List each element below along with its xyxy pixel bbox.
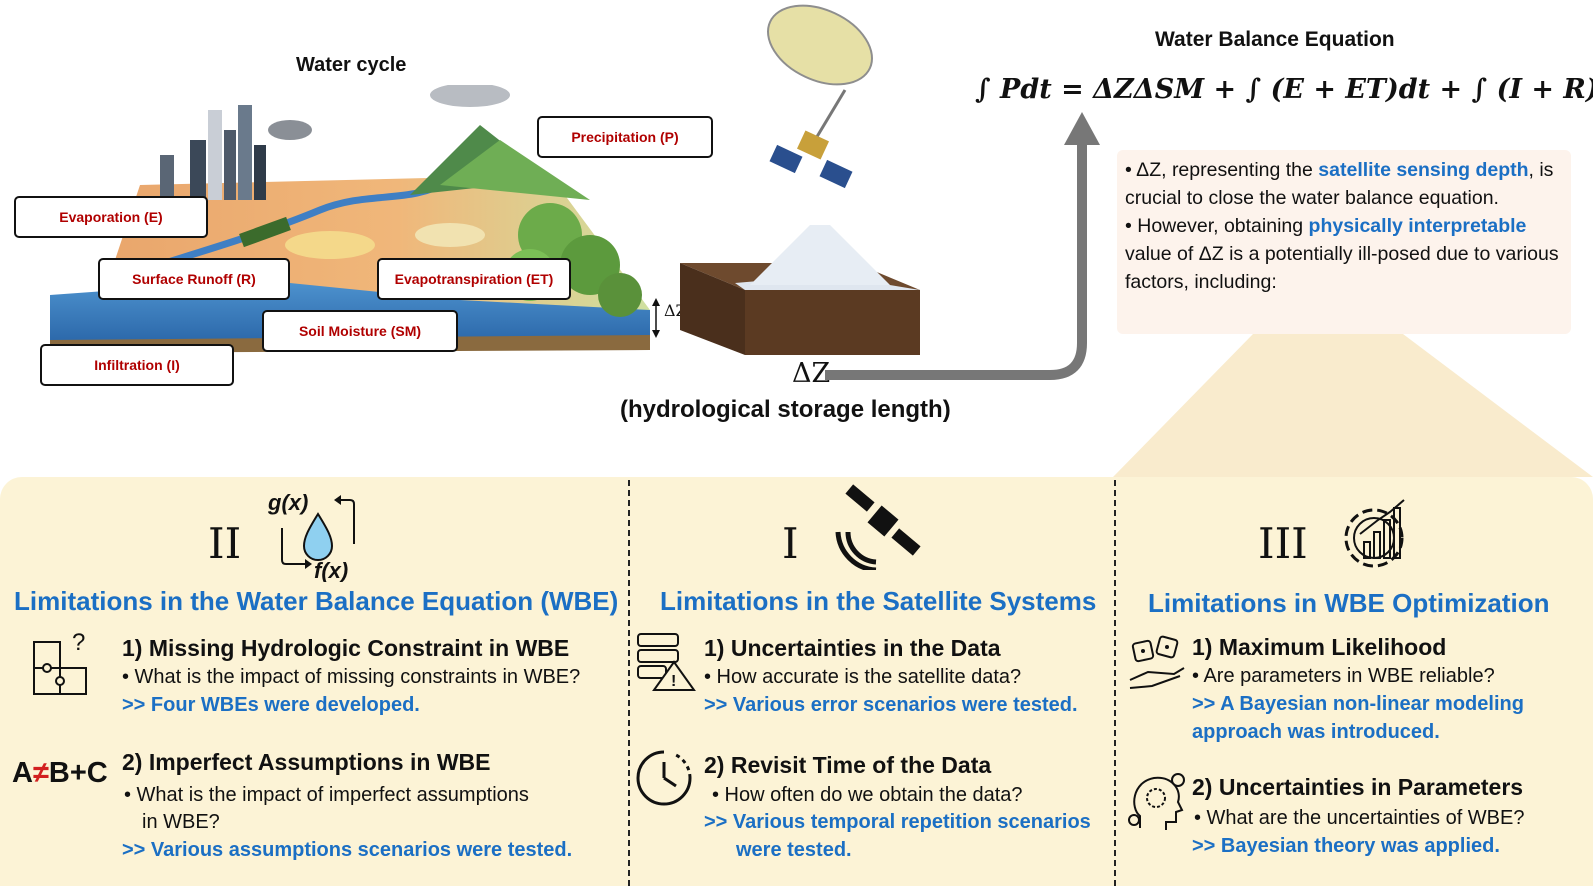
satellite-item-2-answer-line-2: were tested. bbox=[736, 839, 852, 861]
wbe-title: Water Balance Equation bbox=[1155, 28, 1395, 51]
info-bullet-2: • However, obtaining physically interpre… bbox=[1125, 215, 1559, 293]
icon-f-label: f(x) bbox=[314, 558, 348, 582]
function-cycle-icon: g(x) f(x) bbox=[268, 492, 355, 582]
optimization-item-2-heading: 2) Uncertainties in Parameters bbox=[1192, 774, 1524, 800]
wbe-item-2-heading: 2) Imperfect Assumptions in WBE bbox=[122, 749, 491, 775]
satellite-icon bbox=[767, 4, 873, 189]
wbe-item-2-question-line-2: in WBE? bbox=[142, 811, 220, 833]
svg-text:?: ? bbox=[72, 629, 85, 656]
label-soil-moisture: Soil Moisture (SM) bbox=[262, 310, 458, 352]
optimization-item-1-answer-line-1: >> A Bayesian non-linear modeling bbox=[1192, 693, 1524, 715]
info-box: • ΔZ, representing the satellite sensing… bbox=[1117, 150, 1571, 334]
puzzle-icon: ? bbox=[33, 629, 87, 695]
sensor-beam bbox=[750, 225, 890, 285]
label-precipitation: Precipitation (P) bbox=[537, 116, 713, 158]
roman-numeral-3: III bbox=[1258, 519, 1308, 568]
wbe-item-1-heading: 1) Missing Hydrologic Constraint in WBE bbox=[122, 635, 570, 661]
funnel-shape bbox=[1113, 334, 1593, 477]
satellite-item-2-heading: 2) Revisit Time of the Data bbox=[704, 752, 992, 778]
optimization-item-1-heading: 1) Maximum Likelihood bbox=[1192, 634, 1447, 660]
wbe-item-1-answer: >> Four WBEs were developed. bbox=[122, 694, 420, 716]
svg-text:!: ! bbox=[671, 673, 676, 690]
gear-chart-icon bbox=[1344, 499, 1405, 568]
roman-numeral-1: I bbox=[782, 519, 799, 568]
label-evapotranspiration: Evapotranspiration (ET) bbox=[377, 258, 571, 300]
satellite-item-2-question: • How often do we obtain the data? bbox=[712, 784, 1023, 806]
limitations-panel bbox=[0, 477, 1593, 886]
optimization-item-1-question: • Are parameters in WBE reliable? bbox=[1192, 665, 1495, 687]
label-evaporation: Evaporation (E) bbox=[14, 196, 208, 238]
wbe-item-2-question-line-1: • What is the impact of imperfect assump… bbox=[124, 784, 529, 806]
dz-to-equation-arrow bbox=[825, 112, 1100, 380]
section-title-optimization: Limitations in WBE Optimization bbox=[1148, 588, 1550, 618]
a-not-equal-bc: A≠B+C bbox=[12, 757, 108, 789]
optimization-item-1-answer-line-2: approach was introduced. bbox=[1192, 721, 1440, 743]
hydrological-storage-label: (hydrological storage length) bbox=[620, 396, 951, 423]
satellite-item-2-answer-line-1: >> Various temporal repetition scenarios bbox=[704, 811, 1091, 833]
label-surface-runoff: Surface Runoff (R) bbox=[98, 258, 290, 300]
divider-1 bbox=[628, 480, 630, 886]
info-bullet-1: • ΔZ, representing the satellite sensing… bbox=[1125, 159, 1554, 209]
satellite-item-1-heading: 1) Uncertainties in the Data bbox=[704, 635, 1001, 661]
wbe-item-1-question: • What is the impact of missing constrai… bbox=[122, 666, 581, 688]
divider-2 bbox=[1114, 480, 1116, 886]
clock-icon bbox=[636, 750, 692, 806]
optimization-item-2-answer: >> Bayesian theory was applied. bbox=[1192, 835, 1500, 857]
dice-hand-icon bbox=[1129, 635, 1185, 689]
satellite-signal-icon bbox=[835, 484, 921, 570]
icon-g-label: g(x) bbox=[268, 492, 308, 515]
water-cycle-title: Water cycle bbox=[296, 54, 407, 76]
label-infiltration: Infiltration (I) bbox=[40, 344, 234, 386]
section-title-wbe: Limitations in the Water Balance Equatio… bbox=[14, 586, 619, 616]
wbe-item-2-answer: >> Various assumptions scenarios were te… bbox=[122, 839, 573, 861]
dz-label: ΔZ bbox=[792, 358, 831, 389]
optimization-item-2-question: • What are the uncertainties of WBE? bbox=[1194, 807, 1525, 829]
database-warning-icon: ! bbox=[637, 633, 696, 691]
satellite-item-1-answer: >> Various error scenarios were tested. bbox=[704, 694, 1078, 716]
head-gear-icon bbox=[1128, 773, 1185, 830]
satellite-item-1-question: • How accurate is the satellite data? bbox=[704, 666, 1022, 688]
roman-numeral-2: II bbox=[208, 519, 242, 568]
section-title-satellite: Limitations in the Satellite Systems bbox=[660, 586, 1097, 616]
wbe-equation: ∫ Pdt = ΔZΔSM + ∫ (E + ET)dt + ∫ (I + R)… bbox=[975, 74, 1593, 105]
